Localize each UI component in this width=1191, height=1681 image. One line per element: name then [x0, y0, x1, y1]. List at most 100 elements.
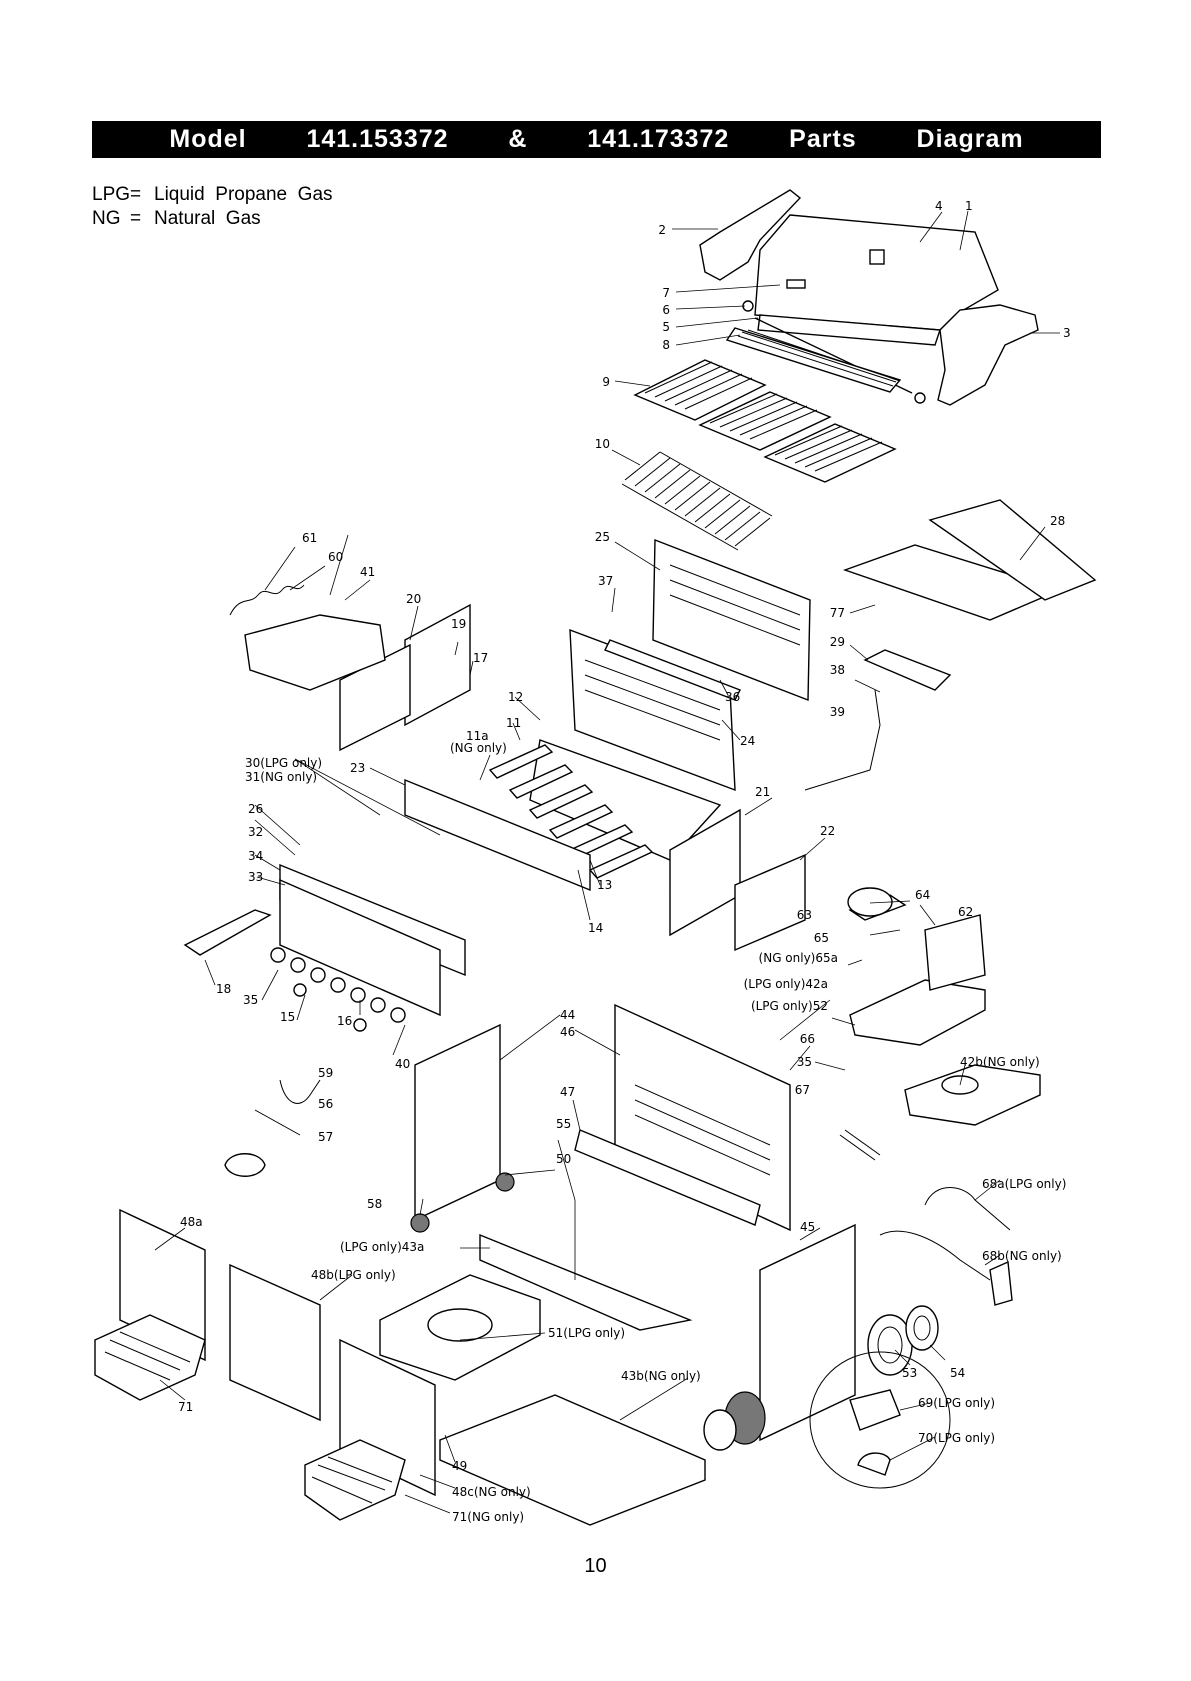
part-label: 40 — [395, 1057, 410, 1071]
grease-tray — [804, 499, 1097, 791]
part-label: 48c(NG only) — [452, 1485, 531, 1499]
part-label: 68a(LPG only) — [982, 1177, 1066, 1191]
part-label: 33 — [248, 870, 263, 884]
part-label: 30(LPG only) — [245, 756, 322, 770]
part-label: 24 — [740, 734, 755, 748]
part-label: 56 — [318, 1097, 333, 1111]
part-label: 59 — [318, 1066, 333, 1080]
part-label: 47 — [560, 1085, 575, 1099]
part-label: 63 — [797, 908, 812, 922]
part-label: 3 — [1063, 326, 1071, 340]
part-label: 48b(LPG only) — [311, 1268, 396, 1282]
side-shelf-left — [244, 614, 386, 691]
part-label: (LPG only)42a — [744, 977, 828, 991]
part-label: 58 — [367, 1197, 382, 1211]
part-label: 13 — [597, 878, 612, 892]
part-label: 18 — [216, 982, 231, 996]
part-label: (LPG only)43a — [340, 1240, 424, 1254]
part-label: 71 — [178, 1400, 193, 1414]
part-label: 14 — [588, 921, 603, 935]
part-label: 12 — [508, 690, 523, 704]
part-label: 69(LPG only) — [918, 1396, 995, 1410]
leader-lines — [154, 210, 1060, 1514]
part-label: 60 — [328, 550, 343, 564]
wheels-and-casters — [410, 1172, 939, 1451]
part-label: 70(LPG only) — [918, 1431, 995, 1445]
control-panel — [183, 778, 591, 1017]
part-label: 53 — [902, 1366, 917, 1380]
part-label: 61 — [302, 531, 317, 545]
tank-tray — [379, 1274, 541, 1381]
part-label: 71(NG only) — [452, 1510, 524, 1524]
part-label: 19 — [451, 617, 466, 631]
part-label: 54 — [950, 1366, 965, 1380]
legend-row-lpg: LPG=Liquid Propane Gas — [92, 184, 333, 205]
part-label: 43b(NG only) — [621, 1369, 701, 1383]
part-label: 21 — [755, 785, 770, 799]
part-label: 64 — [915, 888, 930, 902]
part-label: 50 — [556, 1152, 571, 1166]
part-label: 49 — [452, 1459, 467, 1473]
part-label: 16 — [337, 1014, 352, 1028]
part-label: 22 — [820, 824, 835, 838]
part-label: 26 — [248, 802, 263, 816]
part-label: 25 — [595, 530, 610, 544]
cooking-grates — [633, 359, 897, 483]
part-label: 11a — [466, 729, 489, 743]
part-label: 7 — [662, 286, 670, 300]
page-number: 10 — [584, 1555, 607, 1577]
part-label: 6 — [662, 303, 670, 317]
lid-assembly — [699, 189, 1039, 406]
part-label: (LPG only)52 — [751, 999, 828, 1013]
part-label: 28 — [1050, 514, 1065, 528]
part-label: 55 — [556, 1117, 571, 1131]
part-label: 5 — [662, 320, 670, 334]
part-label: 34 — [248, 849, 263, 863]
part-label: 32 — [248, 825, 263, 839]
part-label: 23 — [350, 761, 365, 775]
part-label: 42b(NG only) — [960, 1055, 1040, 1069]
part-label: 39 — [830, 705, 845, 719]
gas-legend: LPG=Liquid Propane Gas NG=Natural Gas — [92, 183, 333, 231]
part-label: 45 — [800, 1220, 815, 1234]
part-label: (NG only)65a — [759, 951, 838, 965]
baskets — [94, 1314, 406, 1521]
part-label: 68b(NG only) — [982, 1249, 1062, 1263]
part-label: 36 — [725, 690, 740, 704]
part-label: 67 — [795, 1083, 810, 1097]
cart-frame — [414, 1003, 856, 1442]
bottom-shelf — [439, 1394, 706, 1526]
detail-callout-circle — [809, 1351, 951, 1489]
part-label: 9 — [602, 375, 610, 389]
side-burner — [847, 887, 1041, 1126]
diagram-title: Model 141.153372 & 141.173372 Parts Diag… — [92, 121, 1101, 158]
burners — [488, 744, 654, 879]
warming-rack — [725, 327, 902, 393]
rear-panels — [569, 538, 811, 792]
part-label: 20 — [406, 592, 421, 606]
part-label: 8 — [662, 338, 670, 352]
part-label: (NG only) — [450, 741, 507, 755]
part-label: 66 — [800, 1032, 815, 1046]
part-label: 31(NG only) — [245, 770, 317, 784]
part-labels: 2 4 1 3 7 6 5 8 9 10 25 28 77 29 38 39 3… — [178, 199, 1071, 1524]
part-label: 51(LPG only) — [548, 1326, 625, 1340]
part-label: 2 — [658, 223, 666, 237]
part-label: 35 — [797, 1055, 812, 1069]
part-label: 37 — [598, 574, 613, 588]
part-label: 57 — [318, 1130, 333, 1144]
part-label: 1 — [965, 199, 973, 213]
part-label: 62 — [958, 905, 973, 919]
part-label: 48a — [180, 1215, 203, 1229]
control-knobs — [270, 947, 406, 1032]
part-label: 29 — [830, 635, 845, 649]
part-label: 38 — [830, 663, 845, 677]
part-label: 44 — [560, 1008, 575, 1022]
part-label: 46 — [560, 1025, 575, 1039]
part-label: 77 — [830, 606, 845, 620]
heat-tents — [621, 451, 773, 551]
part-label: 15 — [280, 1010, 295, 1024]
part-label: 4 — [935, 199, 943, 213]
part-label: 65 — [814, 931, 829, 945]
